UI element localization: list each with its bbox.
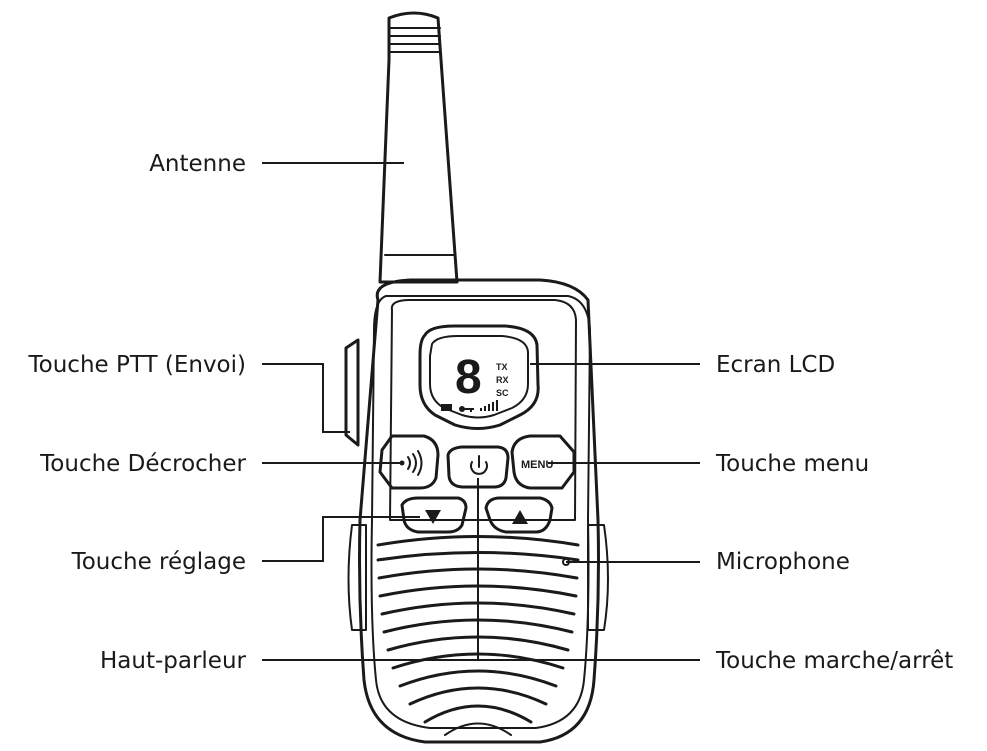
radio-body — [347, 278, 609, 744]
key-icon — [459, 406, 474, 412]
lcd-screen: 8 TX RX SC — [418, 324, 540, 430]
battery-icon — [441, 404, 452, 411]
signal-bars-icon — [480, 400, 498, 411]
label-speaker: Haut-parleur — [100, 648, 247, 674]
label-menu-key: Touche menu — [715, 451, 869, 477]
label-power-key: Touche marche/arrêt — [715, 648, 953, 674]
label-answer-key: Touche Décrocher — [39, 451, 246, 477]
label-adjust-key: Touche réglage — [71, 549, 246, 575]
power-key[interactable] — [446, 445, 510, 489]
label-antenna: Antenne — [149, 151, 246, 177]
triangle-up-icon — [512, 510, 528, 524]
menu-key[interactable]: MENU — [510, 434, 576, 490]
power-icon — [470, 455, 488, 475]
up-key[interactable] — [484, 496, 554, 534]
triangle-down-icon — [425, 510, 441, 524]
down-key[interactable] — [400, 496, 468, 534]
lcd-sc: SC — [496, 388, 509, 398]
label-microphone: Microphone — [716, 549, 850, 575]
antenna — [378, 11, 459, 284]
label-ptt-key: Touche PTT (Envoi) — [28, 352, 246, 378]
ptt-key[interactable] — [344, 338, 360, 447]
answer-key[interactable] — [378, 434, 440, 490]
sound-waves-icon — [399, 450, 423, 476]
menu-key-label: MENU — [521, 459, 553, 471]
lcd-rx: RX — [496, 375, 509, 385]
lcd-tx: TX — [496, 362, 508, 372]
lcd-digit: 8 — [455, 351, 482, 404]
leader-lines — [262, 162, 700, 661]
label-lcd-screen: Ecran LCD — [716, 352, 835, 378]
